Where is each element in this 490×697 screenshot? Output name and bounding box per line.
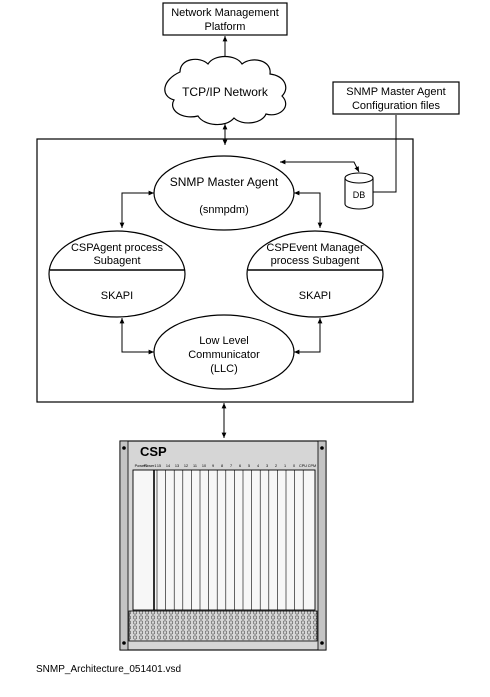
chassis-title: CSP (140, 444, 167, 459)
slot-label: 10 (202, 464, 206, 468)
slot-label: 3 (266, 464, 268, 468)
slot-label: 7 (230, 464, 232, 468)
slot-label: 13 (175, 464, 179, 468)
configuration-files-box: SNMP Master Agent Configuration files (332, 81, 460, 115)
cspevent-subagent-node: CSPEvent Manager process Subagent SKAPI (246, 230, 384, 318)
slot-label: CPM (308, 464, 316, 468)
cspagent-skapi-label: SKAPI (101, 290, 133, 302)
llc-label-line3: (LLC) (210, 363, 238, 375)
db-cylinder: DB (344, 172, 374, 210)
slot-label: 5 (248, 464, 250, 468)
diagram-filename: SNMP_Architecture_051401.vsd (36, 664, 181, 675)
screw-icon (320, 641, 324, 645)
slot-label: 8 (221, 464, 223, 468)
tcpip-network-label: TCP/IP Network (182, 85, 269, 99)
cspagent-llc-connector (119, 318, 154, 355)
cspevent-skapi-label: SKAPI (299, 290, 331, 302)
slot-label: 12 (184, 464, 188, 468)
slot-label: 14 (166, 464, 170, 468)
master-label-line1: SNMP Master Agent (170, 175, 279, 189)
nmp-label-line2: Platform (205, 21, 246, 33)
cspevent-llc-connector (294, 318, 323, 355)
config-db-connector (373, 115, 397, 193)
llc-label-line1: Low Level (199, 335, 249, 347)
card-bay (132, 469, 316, 611)
cspagent-label-line2: Subagent (93, 255, 140, 267)
master-cspevent-connector (294, 190, 323, 228)
screw-icon (122, 641, 126, 645)
slot-label: Power2 (135, 464, 148, 468)
db-label: DB (353, 190, 366, 200)
slot-label: 9 (212, 464, 214, 468)
system-boundary-box (36, 138, 414, 403)
master-cspagent-connector (119, 190, 154, 228)
slot-label: 1 (284, 464, 286, 468)
slot-label: 11 (193, 464, 197, 468)
tcpip-network-cloud: TCP/IP Network (164, 55, 287, 126)
cspagent-subagent-node: CSPAgent process Subagent SKAPI (48, 230, 186, 318)
slot-label: 6 (239, 464, 241, 468)
screw-icon (122, 446, 126, 450)
snmp-master-agent-node: SNMP Master Agent (snmpdm) (153, 155, 295, 231)
slot-label: 0 (293, 464, 295, 468)
network-management-platform-box: Network Management Platform (162, 2, 288, 36)
cspevent-label-line1: CSPEvent Manager (266, 242, 364, 254)
config-label-line2: Configuration files (352, 100, 441, 112)
config-label-line1: SNMP Master Agent (346, 86, 445, 98)
llc-label-line2: Communicator (188, 349, 260, 361)
llc-node: Low Level Communicator (LLC) (153, 314, 295, 390)
slot-label: 2 (275, 464, 277, 468)
ventilation-grille (128, 610, 318, 642)
slot-dividers (153, 470, 304, 610)
master-label-line2: (snmpdm) (199, 204, 249, 216)
nmp-label-line1: Network Management (171, 7, 279, 19)
cspevent-label-line2: process Subagent (271, 255, 360, 267)
screw-icon (320, 446, 324, 450)
slot-label: CPU (299, 464, 307, 468)
cspagent-label-line1: CSPAgent process (71, 242, 164, 254)
master-db-connector (280, 159, 360, 173)
slot-label: Power1 (144, 464, 157, 468)
slot-label: 15 (157, 464, 161, 468)
slot-label: 4 (257, 464, 259, 468)
